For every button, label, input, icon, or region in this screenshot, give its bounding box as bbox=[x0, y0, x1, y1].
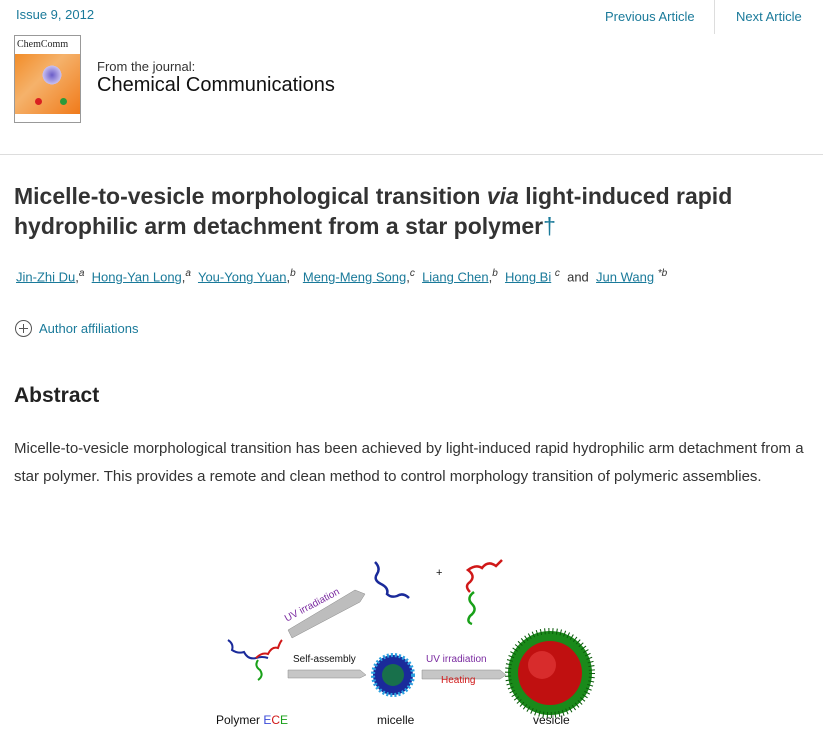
polymer-text: Polymer bbox=[216, 713, 264, 727]
red-arm-shape bbox=[465, 559, 503, 593]
author-affil-sup: a bbox=[185, 268, 191, 279]
author-link[interactable]: Liang Chen bbox=[422, 269, 489, 285]
author-affil-sup: b bbox=[290, 268, 296, 279]
cover-dot-red bbox=[35, 98, 42, 105]
plus-label: + bbox=[436, 567, 443, 579]
title-part1: Micelle-to-vesicle morphological transit… bbox=[14, 183, 487, 209]
author-link[interactable]: You-Yong Yuan bbox=[197, 269, 287, 285]
graphical-abstract-figure[interactable]: UV irradiation + Self-assembly UV irradi… bbox=[200, 548, 620, 738]
polymer-ece-label: Polymer ECE bbox=[216, 713, 288, 727]
author-link[interactable]: Jin-Zhi Du bbox=[16, 269, 76, 285]
graphical-abstract-svg bbox=[227, 559, 595, 718]
nav-divider bbox=[714, 0, 715, 34]
heating-label: Heating bbox=[441, 675, 476, 686]
green-arm-shape bbox=[467, 591, 476, 626]
issue-link[interactable]: Issue 9, 2012 bbox=[16, 7, 95, 22]
self-assembly-arrow-shape bbox=[287, 669, 367, 679]
next-article-link[interactable]: Next Article bbox=[736, 9, 802, 24]
abstract-heading: Abstract bbox=[14, 384, 100, 407]
footnote-dagger-link[interactable]: † bbox=[543, 213, 556, 239]
uv-irradiation-label: UV irradiation bbox=[426, 654, 487, 665]
from-journal-label: From the journal: bbox=[97, 59, 196, 74]
author-affil-sup: a bbox=[78, 268, 85, 279]
vesicle-label: vesicle bbox=[533, 713, 570, 727]
title-via: via bbox=[486, 183, 519, 209]
author-affil-sup: b bbox=[492, 268, 498, 279]
blue-arm-shape bbox=[374, 561, 410, 599]
vesicle-fringe bbox=[505, 628, 595, 718]
diagonal-arrow-shape bbox=[287, 589, 366, 639]
polymer-green-chain bbox=[255, 659, 263, 681]
previous-article-link[interactable]: Previous Article bbox=[605, 9, 695, 24]
author-link[interactable]: Meng-Meng Song bbox=[302, 269, 407, 285]
author-affiliations-toggle[interactable]: Author affiliations bbox=[15, 320, 139, 337]
author-affil-sup: *b bbox=[657, 268, 668, 279]
cover-graphic bbox=[41, 64, 63, 86]
micelle-shell bbox=[371, 653, 415, 697]
author-affiliations-label: Author affiliations bbox=[39, 321, 139, 336]
ece-c: C bbox=[271, 713, 281, 727]
author-affil-sup: c bbox=[409, 268, 415, 279]
article-title: Micelle-to-vesicle morphological transit… bbox=[14, 181, 804, 241]
vesicle-highlight bbox=[528, 651, 556, 679]
author-link[interactable]: Jun Wang bbox=[596, 269, 655, 285]
title-part2: light-induced rapid hydrophilic arm deta… bbox=[14, 183, 733, 239]
author-list: Jin-Zhi Du,a Hong-Yan Long,a You-Yong Yu… bbox=[16, 268, 668, 285]
cover-dot-green bbox=[60, 98, 67, 105]
journal-name-link[interactable]: Chemical Communications bbox=[97, 74, 335, 96]
polymer-red-chain bbox=[255, 639, 283, 659]
authors-and: and bbox=[567, 269, 589, 285]
top-nav-bar: Issue 9, 2012 Previous Article Next Arti… bbox=[0, 0, 823, 34]
author-link[interactable]: Hong Bi bbox=[504, 269, 552, 285]
polymer-blue-chain bbox=[227, 639, 269, 660]
micelle-inner bbox=[382, 664, 404, 686]
ece-e2: E bbox=[280, 713, 289, 727]
journal-cover-image[interactable]: ChemComm bbox=[14, 35, 81, 123]
abstract-text: Micelle-to-vesicle morphological transit… bbox=[14, 440, 804, 485]
author-affil-sup: c bbox=[554, 268, 560, 279]
micelle-label: micelle bbox=[377, 713, 415, 727]
self-assembly-label: Self-assembly bbox=[293, 654, 356, 665]
cover-title: ChemComm bbox=[17, 39, 69, 50]
uv-heating-arrow-shape bbox=[421, 669, 507, 680]
ece-e1: E bbox=[263, 713, 272, 727]
header-divider bbox=[0, 154, 823, 155]
plus-circle-icon bbox=[15, 320, 32, 337]
author-link[interactable]: Hong-Yan Long bbox=[91, 269, 182, 285]
